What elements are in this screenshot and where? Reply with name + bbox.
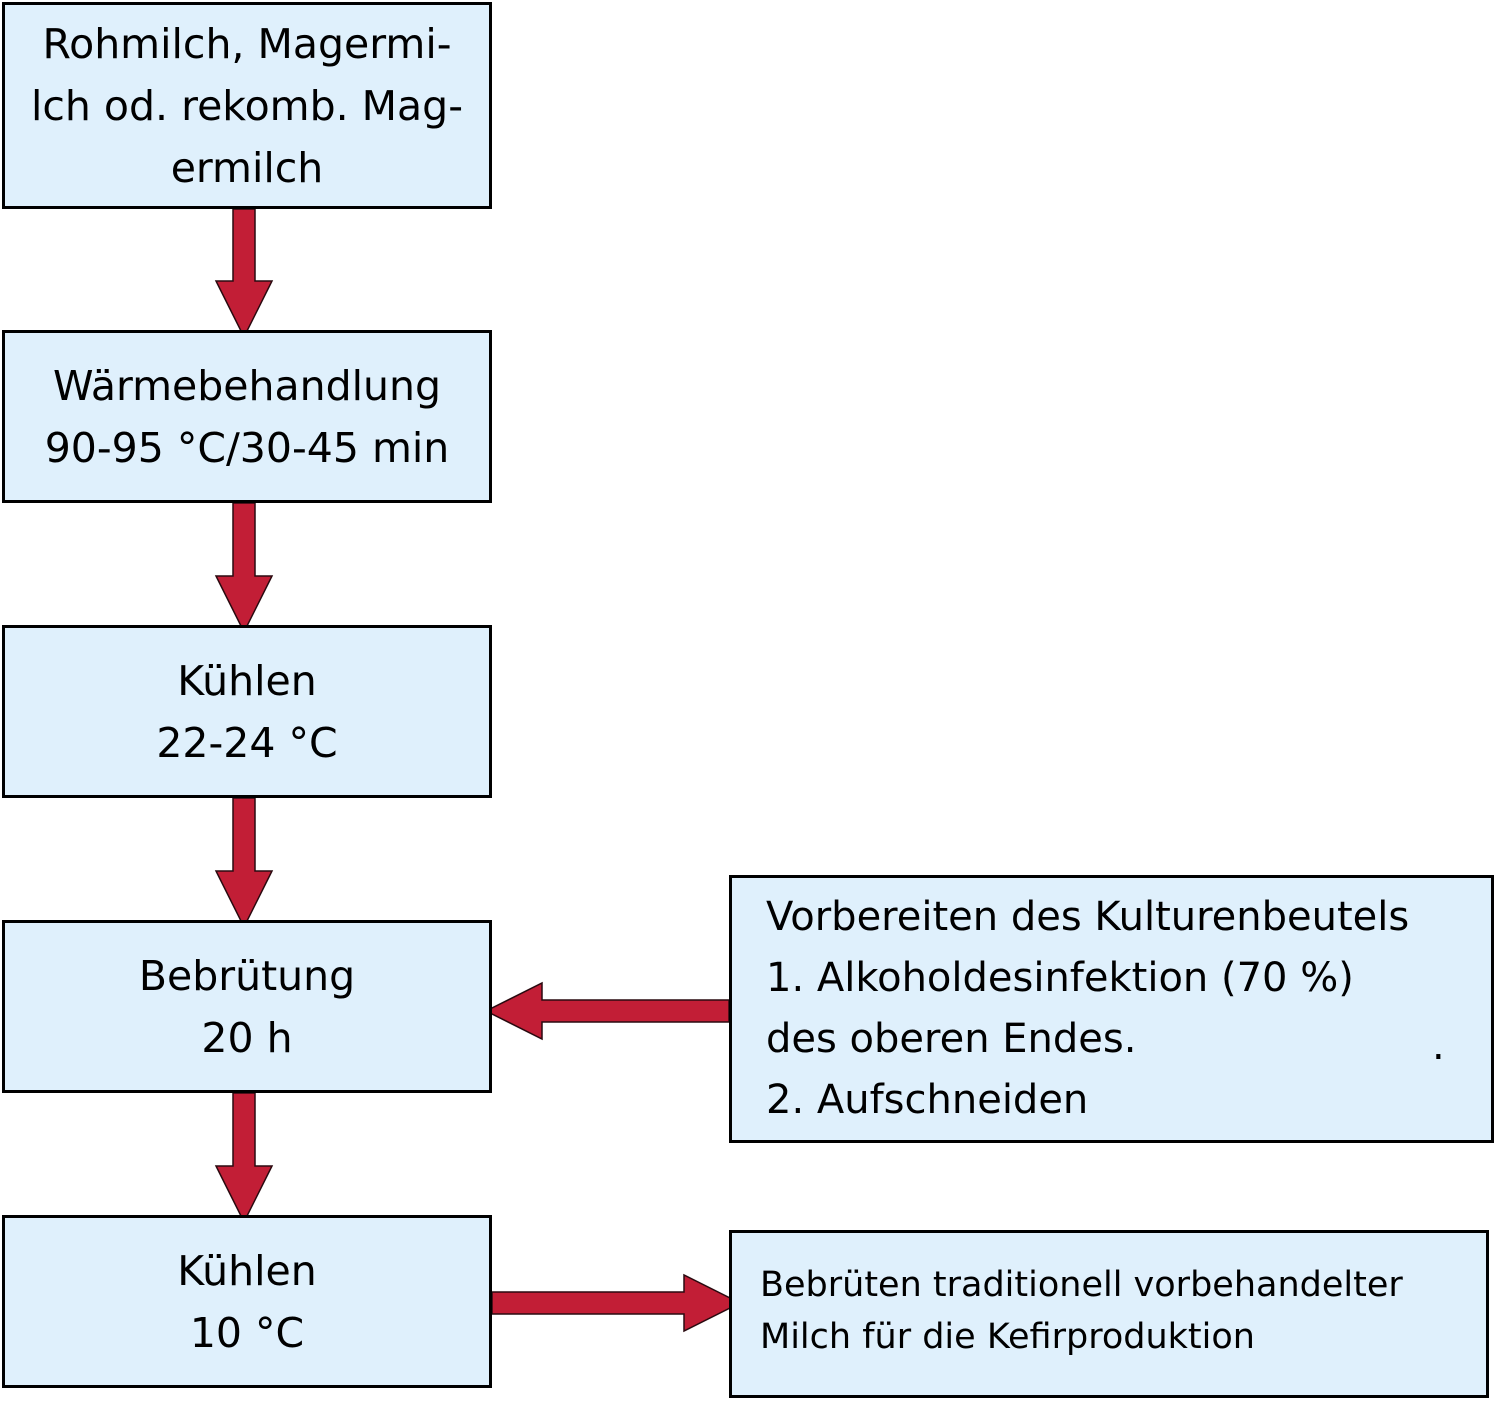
step-text-line: Kühlen bbox=[177, 656, 317, 705]
step-cooling-2: Kühlen 10 °C bbox=[2, 1215, 492, 1388]
culture-bag-line: 2. Aufschneiden bbox=[766, 1077, 1089, 1123]
culture-bag-line: des oberen Endes. bbox=[766, 1016, 1137, 1062]
step-text-line: Wärmebehandlung bbox=[52, 361, 442, 410]
step-heat-treatment: Wärmebehandlung 90-95 °C/30-45 min bbox=[2, 330, 492, 503]
step-text-line: lch od. rekomb. Mag- bbox=[30, 81, 464, 130]
step-text-line: Bebrütung bbox=[138, 951, 356, 1000]
kefir-line: Milch für die Kefirproduktion bbox=[760, 1317, 1255, 1357]
step-text-line: 90-95 °C/30-45 min bbox=[44, 423, 450, 472]
culture-bag-preparation-box: Vorbereiten des Kulturenbeutels 1. Alkoh… bbox=[729, 875, 1494, 1143]
culture-bag-line: Vorbereiten des Kulturenbeutels bbox=[766, 894, 1410, 940]
step-text-line: 22-24 °C bbox=[156, 718, 338, 767]
step-text-line: 20 h bbox=[201, 1013, 293, 1062]
arrow-cool2-to-kefir bbox=[491, 1273, 742, 1333]
arrow-heat-to-cool1 bbox=[214, 502, 274, 634]
arrow-bag-to-incubate bbox=[484, 981, 730, 1041]
step-text-line: ermilch bbox=[170, 143, 324, 192]
step-text-line: Kühlen bbox=[177, 1246, 317, 1295]
stray-dot: . bbox=[1432, 1023, 1445, 1069]
step-text-line: 10 °C bbox=[189, 1308, 305, 1357]
step-cooling-1: Kühlen 22-24 °C bbox=[2, 625, 492, 798]
step-text-line: Rohmilch, Magermi- bbox=[42, 19, 452, 68]
kefir-incubation-box: Bebrüten traditionell vorbehandelter Mil… bbox=[729, 1230, 1489, 1398]
arrow-incubate-to-cool2 bbox=[214, 1092, 274, 1224]
step-incubation: Bebrütung 20 h bbox=[2, 920, 492, 1093]
arrow-cool1-to-incubate bbox=[214, 797, 274, 929]
culture-bag-line: 1. Alkoholdesinfektion (70 %) bbox=[766, 955, 1354, 1001]
kefir-line: Bebrüten traditionell vorbehandelter bbox=[760, 1265, 1403, 1305]
arrow-milk-to-heat bbox=[214, 208, 274, 339]
step-raw-milk: Rohmilch, Magermi- lch od. rekomb. Mag- … bbox=[2, 2, 492, 209]
